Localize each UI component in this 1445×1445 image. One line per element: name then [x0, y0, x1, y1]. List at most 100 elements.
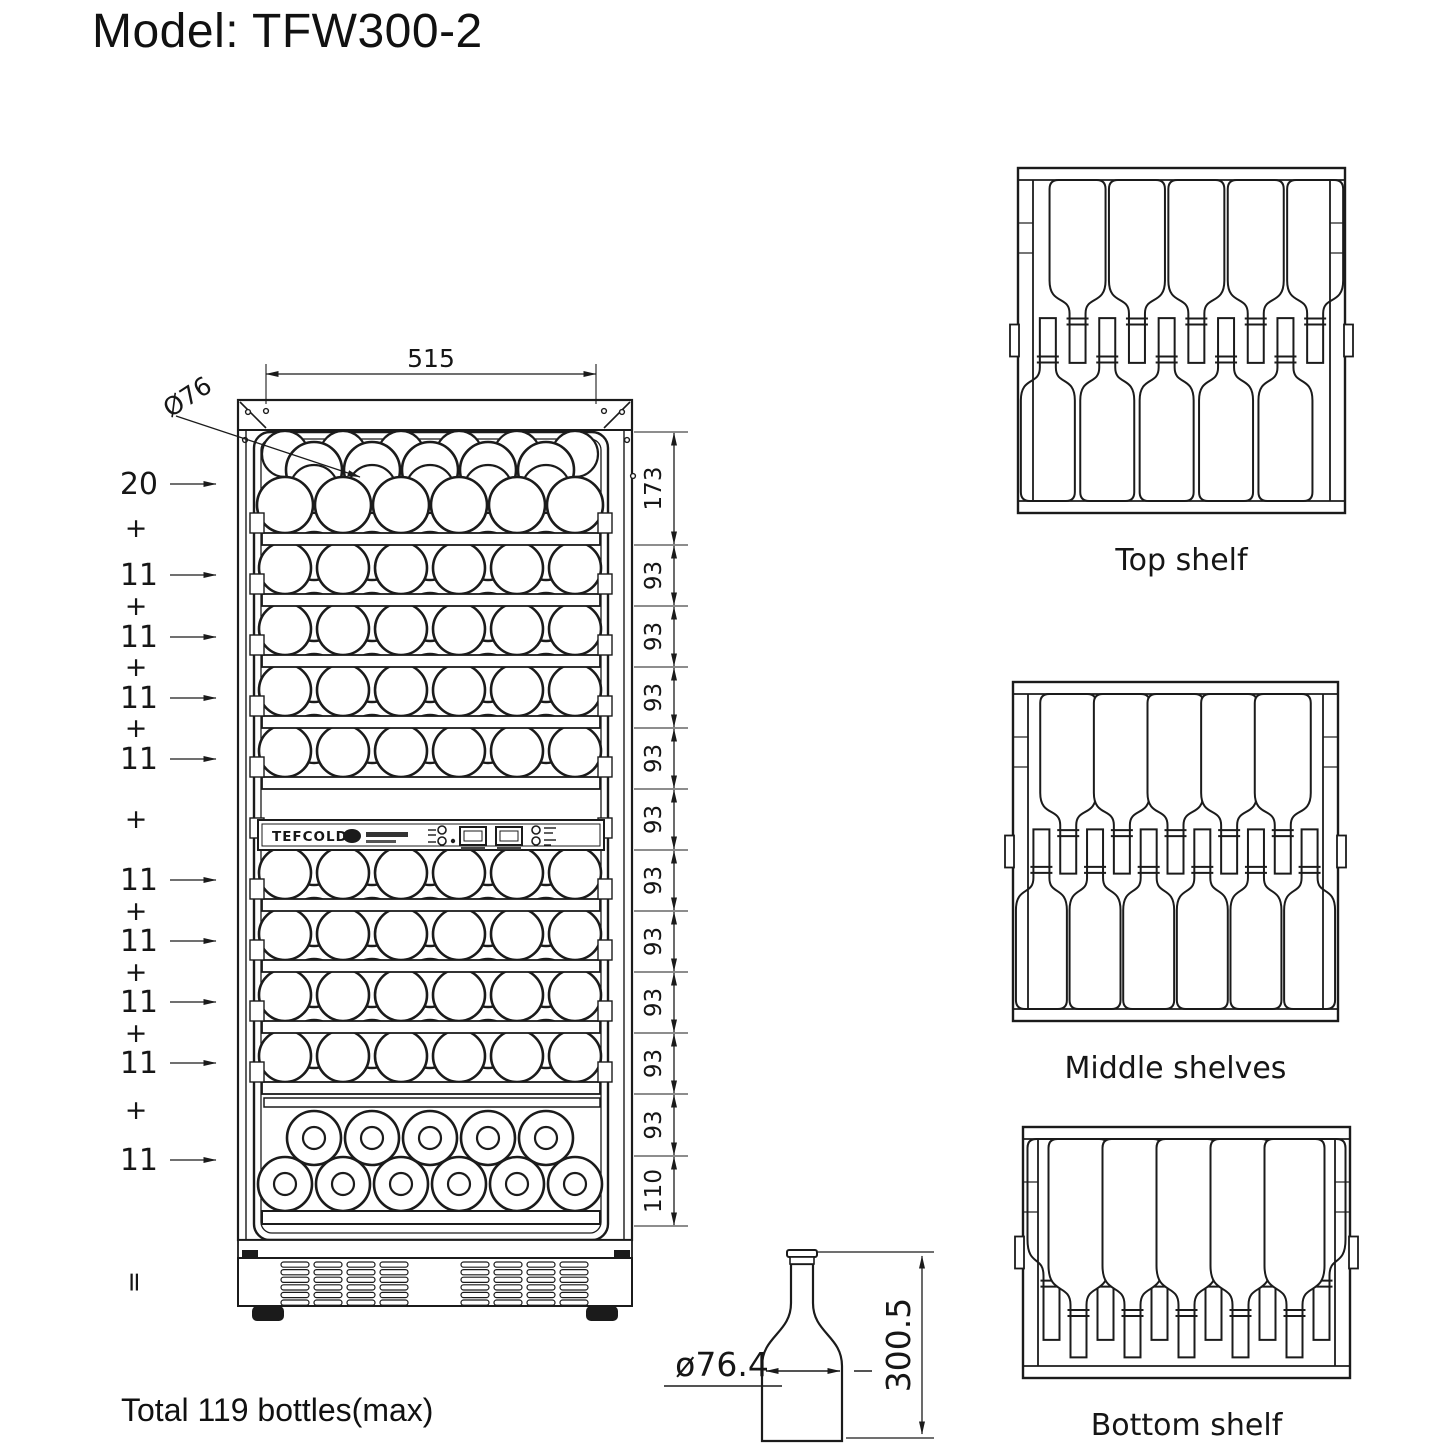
vent-slot — [346, 1299, 376, 1306]
bottle-plan — [1138, 317, 1195, 502]
screw-hole-dot — [244, 408, 252, 416]
bottle-circle — [315, 662, 371, 718]
bottle-circle — [429, 475, 489, 535]
left-count-label: 11 — [120, 620, 158, 655]
shelf-board — [261, 898, 601, 912]
left-count-label: 20 — [120, 467, 158, 502]
left-count-label: 11 — [120, 681, 158, 716]
vent-slot — [313, 1291, 343, 1299]
width-dim-label: 515 — [407, 344, 455, 373]
bottle-circle — [489, 967, 545, 1023]
bottle-circle — [371, 475, 431, 535]
vent-slot — [526, 1299, 556, 1306]
control-label-mark — [461, 847, 485, 850]
bottle-circle — [373, 1028, 429, 1084]
vent-slot — [493, 1268, 523, 1276]
vent-slot — [526, 1276, 556, 1283]
bottle-circle — [489, 601, 545, 657]
bottle-plan — [1286, 179, 1345, 364]
bottle-plan — [1198, 317, 1255, 502]
bottle-circle — [431, 723, 487, 779]
corner-chamfer-line — [239, 401, 267, 429]
height-dim-label: 93 — [641, 1049, 667, 1078]
vent-slot — [346, 1284, 376, 1291]
height-dim-label: 93 — [641, 927, 667, 956]
rail-clip — [597, 1000, 613, 1022]
rail-clip — [249, 756, 265, 778]
height-dim-label: 93 — [641, 683, 667, 712]
vent-slot — [493, 1284, 523, 1291]
vent-slot — [460, 1276, 490, 1283]
control-button-icon — [437, 825, 447, 835]
screw-hole-dot — [623, 436, 631, 444]
rail-clip — [249, 695, 265, 717]
plus-symbol: + — [125, 652, 148, 683]
bottle-circle — [373, 723, 429, 779]
control-display-inner — [499, 830, 519, 842]
bottle-circle — [547, 1028, 603, 1084]
bottle-circle — [431, 662, 487, 718]
screw-hole-dot — [262, 407, 270, 415]
bottle-circle — [489, 1028, 545, 1084]
vent-slot — [460, 1299, 490, 1306]
left-count-label: 11 — [120, 742, 158, 777]
bottle-circle — [487, 475, 547, 535]
vent-slot — [280, 1284, 310, 1291]
bottle-height-dim-label: 300.5 — [879, 1298, 918, 1392]
bottle-circle — [431, 967, 487, 1023]
model-text-mark — [366, 832, 408, 837]
height-dim-label: 93 — [641, 744, 667, 773]
vent-slot — [313, 1284, 343, 1291]
bottle-circle — [547, 723, 603, 779]
vent-slot — [280, 1268, 310, 1276]
bottle-circle — [373, 967, 429, 1023]
rail-clip — [597, 695, 613, 717]
vent-slot — [526, 1268, 556, 1276]
vent-slot — [379, 1261, 409, 1268]
bottle-circle — [257, 845, 313, 901]
height-dim-label: 93 — [641, 561, 667, 590]
corner-chamfer-line — [603, 401, 631, 429]
control-dot-icon — [450, 838, 456, 844]
bottle-cap-ring — [789, 1256, 815, 1265]
vent-slot — [346, 1276, 376, 1283]
bottle-circle — [257, 967, 313, 1023]
rail-clip — [249, 878, 265, 900]
bottle-circle — [431, 906, 487, 962]
bottle-circle — [257, 723, 313, 779]
vent-slot — [379, 1284, 409, 1291]
bottle-circle — [431, 1028, 487, 1084]
bottle-plan — [1079, 317, 1136, 502]
rail-notch — [1009, 323, 1020, 358]
bottle-end-inner-circle — [359, 1125, 385, 1151]
bottle-circle — [489, 723, 545, 779]
left-count-label: 11 — [120, 1143, 158, 1178]
bottle-circle — [315, 906, 371, 962]
diagram-label: Top shelf — [1114, 543, 1249, 578]
bottle-plan — [1226, 179, 1285, 364]
bottle-end-inner-circle — [388, 1171, 414, 1197]
bottle-circle — [545, 475, 605, 535]
plus-symbol: + — [125, 713, 148, 744]
bottle-circle — [431, 540, 487, 596]
plus-symbol: + — [125, 591, 148, 622]
left-count-label: 11 — [120, 863, 158, 898]
vent-slot — [460, 1284, 490, 1291]
vent-slot — [313, 1261, 343, 1268]
vent-slot — [280, 1299, 310, 1306]
vent-slot — [379, 1268, 409, 1276]
left-count-label: 11 — [120, 924, 158, 959]
plus-symbol: + — [125, 1095, 148, 1126]
plus-symbol: + — [125, 957, 148, 988]
vent-slot — [493, 1291, 523, 1299]
rail-clip — [249, 573, 265, 595]
height-dim-label: 93 — [641, 622, 667, 651]
shelf-board — [261, 776, 601, 790]
control-button-icon — [437, 836, 447, 846]
vent-slot — [493, 1299, 523, 1306]
bottle-circle — [315, 845, 371, 901]
bottle-plan — [1019, 317, 1076, 502]
basket-rail — [263, 1097, 601, 1108]
vent-slot — [346, 1291, 376, 1299]
